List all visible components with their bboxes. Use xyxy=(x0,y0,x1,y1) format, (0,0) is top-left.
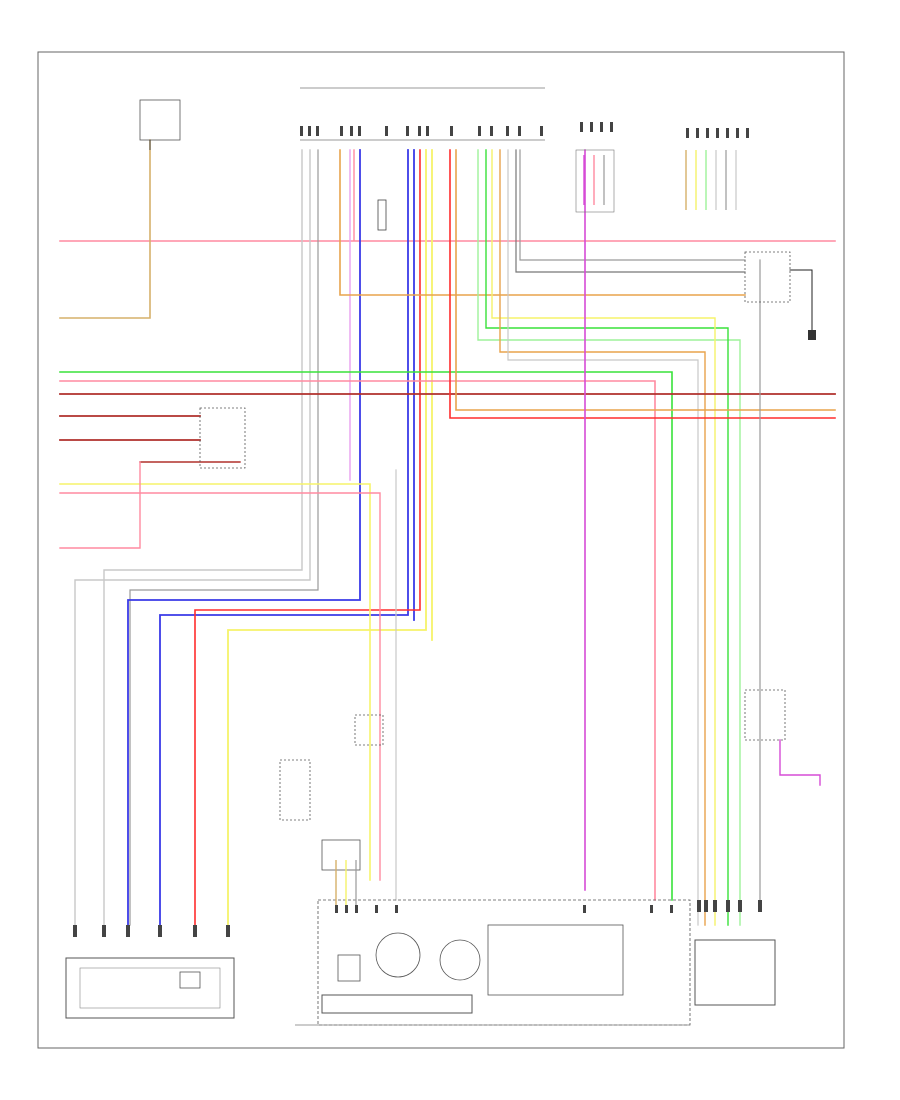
top-center-connector xyxy=(300,87,545,141)
wire-gray-h2 xyxy=(515,149,746,273)
wire-yellow-r xyxy=(491,149,716,926)
right-vertical-component xyxy=(744,689,786,741)
wire-tan-left xyxy=(59,139,151,319)
bottom-left-component xyxy=(65,925,235,1019)
right-switch-component xyxy=(744,251,816,340)
bottom-center-component xyxy=(295,899,691,1026)
ground-component-center xyxy=(377,199,387,231)
wire-gray-2 xyxy=(74,149,311,926)
wire-blue-2 xyxy=(159,149,409,926)
wire-gray-h1 xyxy=(519,149,746,261)
wire-gray-1 xyxy=(103,149,303,926)
wire-black-r xyxy=(789,269,813,331)
wire-lightgreen-h xyxy=(59,371,673,901)
wire-orange-r xyxy=(499,149,706,926)
bottom-right-component xyxy=(694,900,776,1006)
wire-gray-3 xyxy=(129,149,319,926)
wire-red-mid xyxy=(194,149,421,926)
wire-pink-h xyxy=(59,380,656,901)
wire-yellow-1 xyxy=(227,149,427,926)
wire-blue-1 xyxy=(127,149,361,926)
wire-green-r1 xyxy=(477,149,741,926)
wire-yellow-h xyxy=(59,483,371,881)
wire-red-h6 xyxy=(59,461,141,549)
wire-red-h2 xyxy=(449,149,836,419)
left-middle-relay xyxy=(199,407,246,469)
top-right-connector-2 xyxy=(685,128,749,210)
wire-gray-r xyxy=(507,149,699,926)
wire-orange-h xyxy=(339,149,746,296)
wire-green-r2 xyxy=(485,149,729,926)
wire-red-h7 xyxy=(59,492,381,881)
left-top-component xyxy=(139,99,181,150)
wire-violet-r xyxy=(779,739,821,786)
top-right-connector-1 xyxy=(575,122,615,213)
diagram-frame xyxy=(37,51,845,1049)
wire-orange-h2 xyxy=(455,149,836,411)
bottom-center-subcomponents xyxy=(279,714,384,905)
wires xyxy=(59,139,836,926)
